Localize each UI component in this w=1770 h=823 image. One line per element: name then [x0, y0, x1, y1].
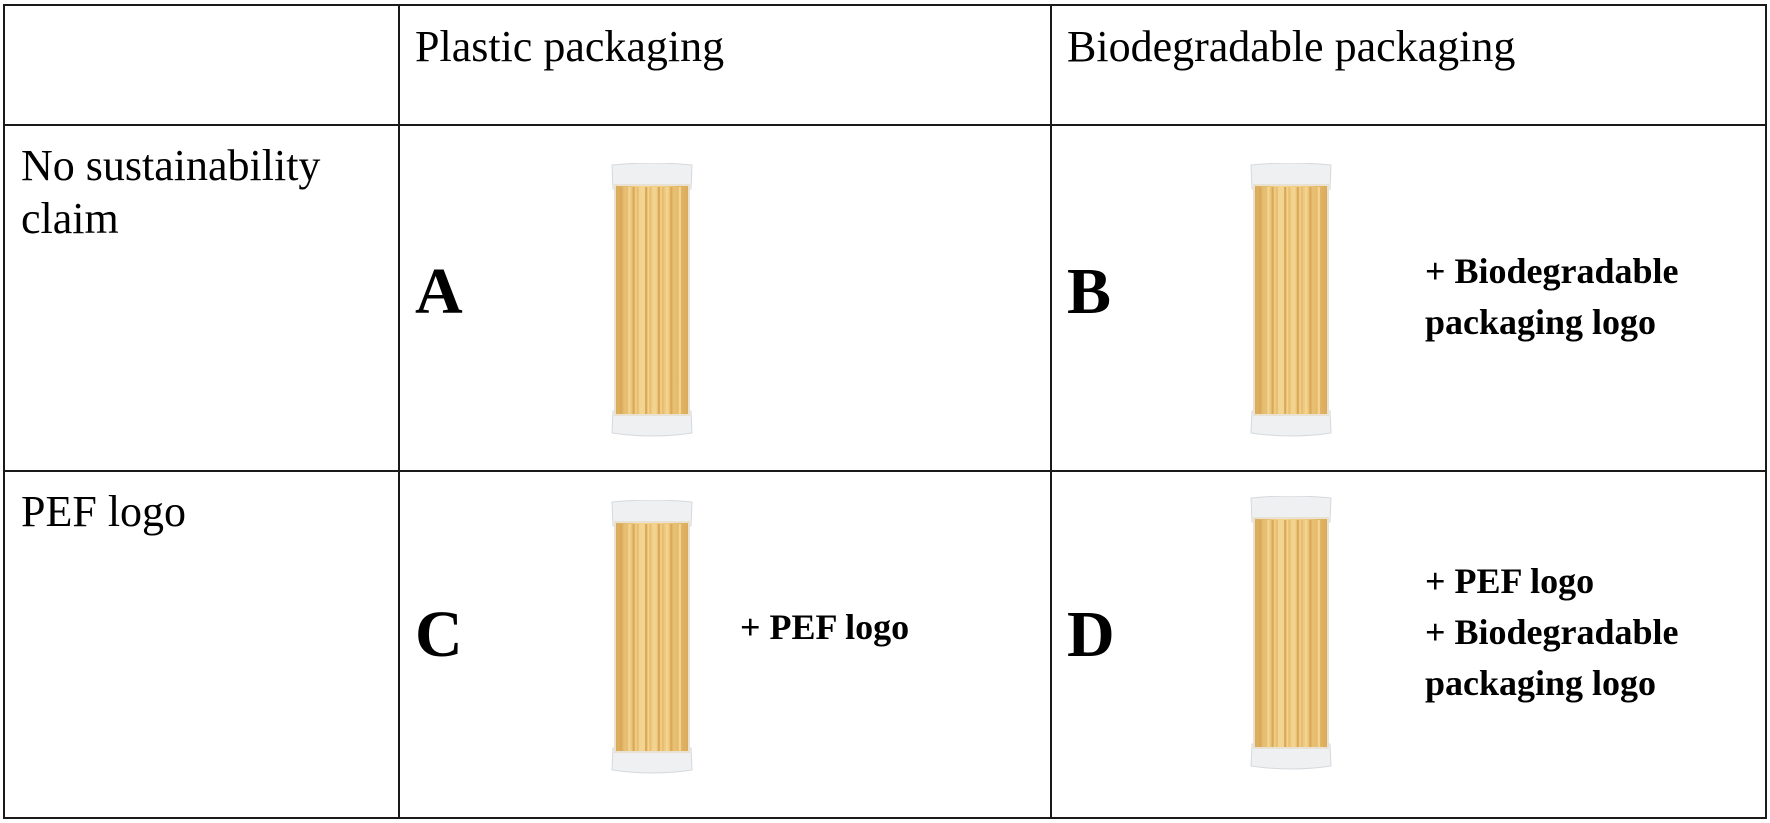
- condition-letter: C: [415, 598, 463, 672]
- column-header-plastic: Plastic packaging: [398, 3, 1052, 127]
- condition-letter: D: [1067, 598, 1115, 672]
- claim-line: packaging logo: [1425, 302, 1657, 343]
- claim-text: + Biodegradable packaging logo: [1425, 246, 1679, 348]
- row-header-label: No sustainability claim: [21, 141, 321, 244]
- spaghetti-package-icon: [1248, 496, 1334, 770]
- claim-line: + Biodegradable: [1425, 251, 1679, 292]
- condition-letter: B: [1067, 255, 1112, 329]
- column-header-biodegradable: Biodegradable packaging: [1050, 3, 1767, 127]
- spaghetti-package-icon: [1248, 163, 1334, 437]
- spaghetti-package-icon: [609, 163, 695, 437]
- row-header-label: PEF logo: [21, 487, 187, 537]
- header-row: Plastic packaging Biodegradable packagin…: [3, 3, 1767, 127]
- column-header-label: Plastic packaging: [415, 22, 725, 71]
- claim-line: + PEF logo: [1425, 561, 1595, 602]
- claim-text: + PEF logo + Biodegradable packaging log…: [1425, 556, 1679, 709]
- row-header-pef: PEF logo: [3, 470, 400, 819]
- cell-b: B + Biodegradable packaging logo: [1050, 124, 1767, 473]
- column-header-label: Biodegradable packaging: [1067, 22, 1516, 71]
- claim-text: + PEF logo: [740, 602, 909, 653]
- corner-cell: [3, 3, 400, 127]
- row-no-claim: No sustainability claim A B + Biodegrada…: [3, 124, 1767, 473]
- condition-letter: A: [415, 255, 463, 329]
- spaghetti-package-icon: [609, 500, 695, 774]
- claim-line: packaging logo: [1425, 663, 1657, 704]
- cell-a: A: [398, 124, 1052, 473]
- row-pef-logo: PEF logo C + PEF logo D + PEF logo + Bio…: [3, 470, 1767, 819]
- claim-line: + Biodegradable: [1425, 612, 1679, 653]
- cell-c: C + PEF logo: [398, 470, 1052, 819]
- cell-d: D + PEF logo + Biodegradable packaging l…: [1050, 470, 1767, 819]
- row-header-no-claim: No sustainability claim: [3, 124, 400, 473]
- experimental-design-table: Plastic packaging Biodegradable packagin…: [3, 3, 1767, 819]
- claim-line: + PEF logo: [740, 607, 910, 648]
